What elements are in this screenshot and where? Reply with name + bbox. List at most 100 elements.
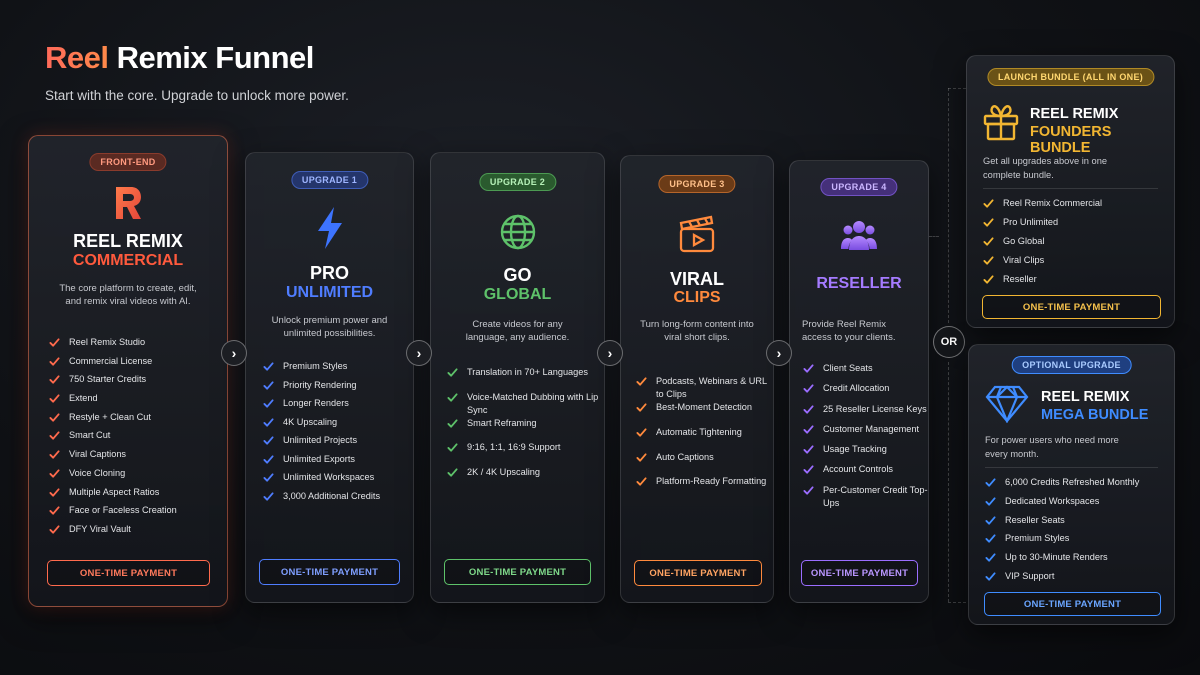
feature-label: Account Controls [823,464,893,475]
checkmark-icon [636,403,647,412]
feature-label: Voice Cloning [69,467,126,478]
checkmark-icon [636,477,647,487]
checkmark-icon [803,404,814,414]
checkmark-icon [983,256,994,265]
checkmark-icon [985,478,996,487]
one-time-payment-button[interactable]: ONE-TIME PAYMENT [982,295,1161,319]
feature-item: Commercial License [49,355,219,374]
card-upgrade-4: UPGRADE 4 RESELLER Provide Reel Remix ac… [789,160,929,603]
connector-line [948,88,949,323]
lightning-icon [310,205,350,251]
feature-label: Per-Customer Credit Top-Ups [823,484,928,508]
title-accent: Reel [45,40,109,75]
checkmark-icon [263,362,274,371]
one-time-payment-button[interactable]: ONE-TIME PAYMENT [634,560,762,586]
card-name-primary: GO [503,265,532,285]
feature-label: Reseller [1003,274,1037,284]
feature-item: Automatic Tightening [636,426,770,451]
one-time-payment-button[interactable]: ONE-TIME PAYMENT [801,560,918,586]
feature-item: Up to 30-Minute Renders [985,551,1170,570]
card-upgrade-3: UPGRADE 3 VIRAL CLIPS Turn long-form con… [620,155,774,603]
bundle-name-secondary: MEGA BUNDLE [1041,407,1149,423]
feature-label: 750 Starter Credits [69,374,147,385]
one-time-payment-button[interactable]: ONE-TIME PAYMENT [47,560,210,586]
feature-item: Best-Moment Detection [636,401,770,426]
checkmark-icon [263,399,274,408]
bundle-divider [983,188,1158,189]
checkmark-icon [49,450,60,459]
card-description: Turn long-form content into viral short … [640,319,754,343]
checkmark-icon [983,237,994,246]
bundle-divider [985,467,1158,468]
feature-label: Face or Faceless Creation [69,505,177,516]
card-upgrade-1: UPGRADE 1 PRO UNLIMITED Unlock premium p… [245,152,414,603]
feature-label: DFY Viral Vault [69,523,131,534]
feature-item: Client Seats [803,362,928,382]
feature-item: Reel Remix Commercial [983,197,1168,216]
feature-label: Reel Remix Studio [69,337,146,347]
feature-label: Unlimited Workspaces [283,472,375,482]
feature-label: 2K / 4K Upscaling [467,466,541,477]
feature-item: Longer Renders [263,397,413,416]
card-name-primary: PRO [309,263,349,283]
card-name-secondary: CLIPS [673,289,721,306]
checkmark-icon [49,394,60,403]
feature-item: Unlimited Workspaces [263,471,413,490]
card-name-primary: REEL REMIX [73,231,183,251]
bundle-description: For power users who need more every mont… [985,435,1119,459]
feature-label: Viral Captions [69,449,127,460]
badge-upgrade-2: UPGRADE 2 [478,173,557,191]
feature-label: Commercial License [69,355,153,366]
checkmark-icon [983,199,994,208]
checkmark-icon [447,368,458,377]
one-time-payment-button[interactable]: ONE-TIME PAYMENT [984,592,1161,616]
badge-optional-upgrade: OPTIONAL UPGRADE [1011,356,1132,374]
checkmark-icon [49,487,60,497]
feature-item: Viral Captions [49,448,219,467]
checkmark-icon [803,425,814,434]
feature-item: Platform-Ready Formatting [636,475,770,500]
badge-upgrade-1: UPGRADE 1 [290,171,369,189]
feature-label: Best-Moment Detection [656,402,752,412]
one-time-payment-button[interactable]: ONE-TIME PAYMENT [444,559,591,585]
card-founders-bundle: LAUNCH BUNDLE (ALL IN ONE) REEL REMIX FO… [966,55,1175,328]
feature-label: Premium Styles [1005,533,1070,544]
feature-label: Go Global [1003,236,1045,246]
checkmark-icon [447,392,458,402]
feature-item: Credit Allocation [803,382,928,402]
feature-item: Podcasts, Webinars & URL to Clips [636,375,770,401]
feature-label: 25 Reseller License Keys [823,403,927,414]
card-description: Unlock premium power and unlimited possi… [271,315,388,339]
page-header: Reel Remix Funnel Start with the core. U… [45,40,349,103]
checkmark-icon [49,357,60,366]
next-arrow-icon: › [597,340,623,366]
card-name-primary: VIRAL [670,269,724,289]
checkmark-icon [985,534,996,544]
feature-label: Smart Cut [69,430,111,441]
feature-item: Reseller [983,273,1168,292]
feature-item: VIP Support [985,570,1170,589]
feature-item: 4K Upscaling [263,416,413,435]
feature-label: Extend [69,393,98,404]
feature-item: Priority Rendering [263,379,413,398]
feature-label: Up to 30-Minute Renders [1005,552,1108,563]
globe-icon [497,211,539,253]
checkmark-icon [49,525,60,534]
gift-icon [981,101,1021,146]
feature-label: Priority Rendering [283,379,357,390]
one-time-payment-button[interactable]: ONE-TIME PAYMENT [259,559,400,585]
checkmark-icon [49,431,60,441]
feature-label: Unlimited Exports [283,453,355,464]
next-arrow-icon: › [406,340,432,366]
feature-label: Dedicated Workspaces [1005,495,1100,506]
feature-label: Platform-Ready Formatting [656,476,767,487]
badge-front-end: FRONT-END [89,153,167,171]
feature-item: 25 Reseller License Keys [803,403,928,423]
feature-label: 3,000 Additional Credits [283,490,381,501]
bundle-description: Get all upgrades above in one complete b… [983,156,1108,180]
feature-item: Restyle + Clean Cut [49,411,219,430]
